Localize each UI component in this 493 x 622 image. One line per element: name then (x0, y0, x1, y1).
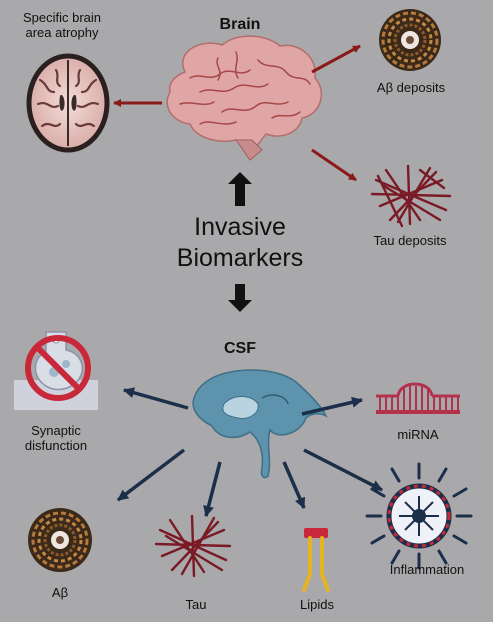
csf-arrows (116, 387, 383, 517)
invasive-biomarkers-label: Invasive Biomarkers (160, 212, 320, 275)
inflammation-label: Inflammation (389, 562, 465, 577)
inflammation-illustration (365, 462, 473, 570)
arrow-to-tau (203, 461, 222, 517)
lipids-illustration (302, 528, 330, 592)
arrow-up-to-brain (228, 172, 252, 206)
synaptic-label-line2: disfunction (24, 437, 88, 453)
arrow-to-abeta (116, 448, 186, 502)
tau-illustration (154, 514, 232, 578)
arrow-to-abeta-deposits (311, 44, 361, 74)
arrow-to-synaptic (123, 387, 189, 410)
atrophy-label-line2: area atrophy (25, 24, 99, 40)
abeta-label: Aβ (51, 585, 69, 600)
invasive-biomarkers-line2: Biomarkers (176, 244, 304, 273)
invasive-biomarkers-line1: Invasive (194, 213, 286, 241)
csf-ventricle-illustration (192, 369, 328, 479)
tau-deposit-illustration (370, 164, 452, 228)
abeta-deposits-label: Aβ deposits (376, 80, 446, 95)
atrophy-label-line1: Specific brain (22, 10, 102, 25)
arrow-to-mirna (301, 396, 363, 416)
mirna-label: miRNA (397, 427, 439, 442)
csf-title: CSF (224, 340, 256, 357)
vertical-arrows (228, 172, 252, 312)
brain-illustration (166, 35, 323, 161)
atrophy-label: Specific brain area atrophy (0, 10, 124, 41)
atrophy-slice-illustration (26, 53, 110, 153)
synaptic-label: Synaptic disfunction (6, 423, 106, 454)
arrow-to-lipids (282, 461, 306, 509)
synaptic-label-line1: Synaptic (31, 423, 81, 438)
synaptic-disfunction-illustration (14, 331, 98, 410)
arrow-down-to-csf (228, 284, 252, 312)
mirna-illustration (376, 382, 460, 414)
tau-label: Tau (185, 597, 207, 612)
lipids-label: Lipids (300, 597, 334, 612)
brain-title: Brain (219, 16, 261, 33)
abeta-illustration (28, 508, 92, 572)
arrow-to-inflammation (303, 448, 383, 492)
brain-arrows (113, 44, 361, 182)
tau-deposits-label: Tau deposits (373, 233, 447, 248)
abeta-deposit-illustration (379, 9, 441, 71)
arrow-to-tau-deposits (311, 148, 357, 182)
